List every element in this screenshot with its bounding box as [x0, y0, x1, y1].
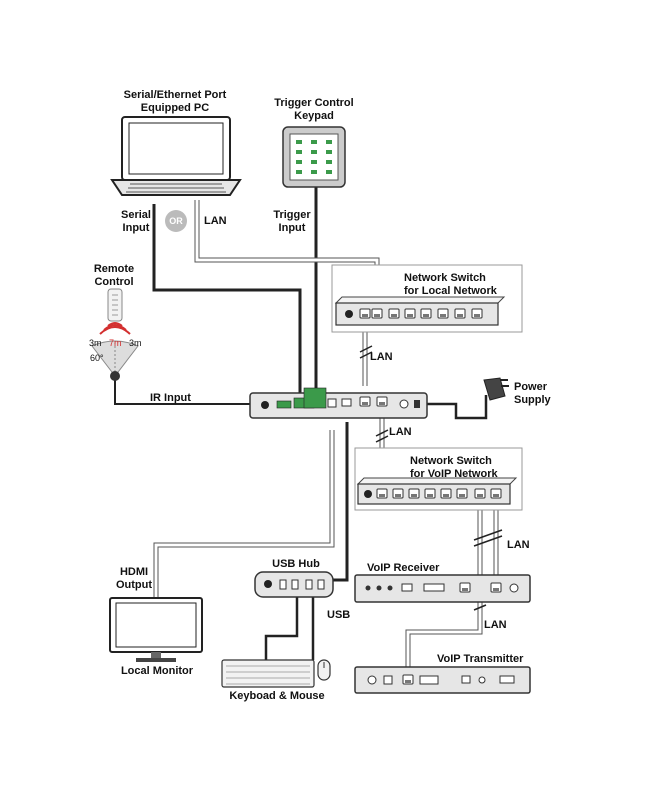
lan-lower-label: LAN: [389, 426, 412, 438]
pc-label-line1: Serial/Ethernet Port: [123, 89, 227, 101]
keyboard-mouse-label: Keyboad & Mouse: [229, 690, 325, 702]
remote-control-line1: Remote: [93, 263, 135, 275]
voip-receiver: [354, 574, 531, 603]
trigger-input-label: Trigger Input: [266, 209, 318, 235]
voip-transmitter: [354, 666, 531, 694]
keyboard: [221, 659, 315, 688]
switch-voip-line1: Network Switch: [410, 455, 492, 467]
remote-control-line2: Control: [94, 276, 134, 288]
ir-input-label: IR Input: [150, 392, 191, 404]
remote-control: [99, 288, 131, 335]
serial-input-line1: Serial: [121, 209, 151, 221]
hdmi-output-line2: Output: [115, 579, 153, 591]
lan-right-label: LAN: [507, 539, 530, 551]
power-supply-line1: Power: [514, 381, 548, 393]
voip-transmitter-label: VoIP Transmitter: [437, 653, 524, 665]
remote-control-label: Remote Control: [86, 263, 142, 289]
serial-input-line2: Input: [122, 222, 150, 234]
ir-cable: [114, 378, 256, 405]
cables: [114, 186, 503, 676]
ir-range-right: 3m: [129, 338, 142, 348]
switch-local-line2: for Local Network: [404, 285, 497, 297]
switch-local-line1: Network Switch: [404, 272, 486, 284]
main-unit: [249, 387, 428, 419]
lan-mid-label: LAN: [370, 351, 393, 363]
local-monitor-label: Local Monitor: [120, 665, 194, 677]
switch-voip-label: Network Switch for VoIP Network: [410, 455, 498, 481]
network-switch-voip: [354, 447, 523, 511]
or-label: OR: [169, 216, 183, 226]
usb-hub: [254, 571, 334, 598]
usb-label: USB: [327, 609, 351, 621]
serial-input-label: Serial Input: [114, 209, 158, 235]
network-switch-local: [331, 264, 523, 333]
lan-voip-label: LAN: [484, 619, 507, 631]
lan-pc-label: LAN: [204, 215, 227, 227]
serial-cable: [152, 204, 302, 398]
ir-angle-label: 60°: [90, 353, 104, 363]
mouse: [317, 659, 331, 681]
voip-receiver-label: VoIP Receiver: [367, 562, 440, 574]
power-supply: [483, 377, 509, 401]
trigger-input-line2: Input: [278, 222, 306, 234]
ir-range-left: 3m: [89, 338, 102, 348]
pc-label-line2: Equipped PC: [140, 102, 210, 114]
usb-cable: [323, 422, 349, 582]
usb-hub-label: USB Hub: [272, 558, 320, 570]
switch-voip-line2: for VoIP Network: [410, 468, 498, 480]
switch-local-label: Network Switch for Local Network: [404, 272, 497, 298]
power-supply-line2: Supply: [514, 394, 551, 406]
keyboard-cable: [264, 596, 299, 660]
power-cable: [418, 395, 488, 420]
ir-range-center: 7m: [109, 338, 122, 348]
keypad-label: Trigger Control Keypad: [262, 97, 366, 123]
hdmi-output-label: HDMI Output: [110, 566, 158, 592]
ir-receiver-fan: [91, 340, 139, 381]
keypad-label-line2: Keypad: [294, 110, 334, 122]
trigger-keypad: [282, 126, 346, 188]
pc-label: Serial/Ethernet Port Equipped PC: [112, 89, 238, 115]
keypad-label-line1: Trigger Control: [274, 97, 354, 109]
trigger-input-line1: Trigger: [273, 209, 311, 221]
pc-laptop: [110, 116, 242, 196]
or-icon: [165, 210, 187, 232]
power-supply-label: Power Supply: [514, 381, 551, 407]
hdmi-output-line1: HDMI: [119, 566, 149, 578]
local-monitor: [109, 597, 203, 662]
